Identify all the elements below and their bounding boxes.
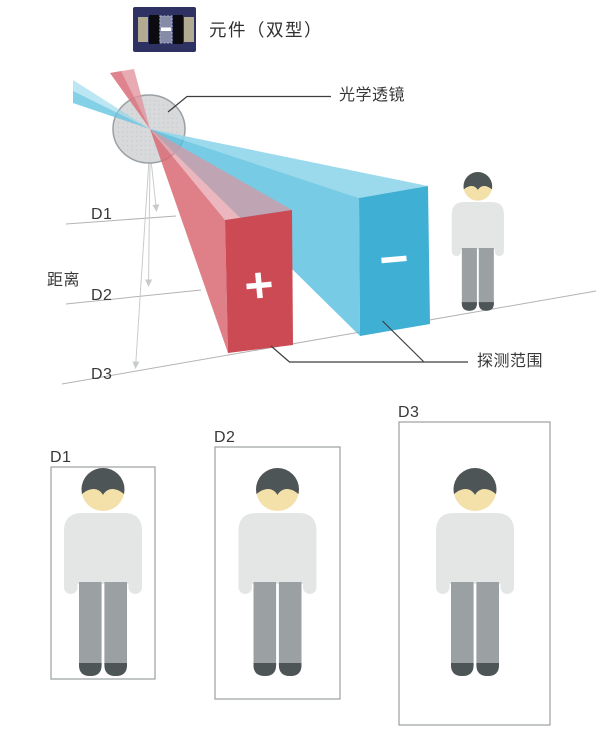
lens-label: 光学透镜 xyxy=(339,87,406,104)
sensor-pad-left xyxy=(138,17,148,42)
d2-marker-label: D2 xyxy=(91,287,113,304)
detection-frame-d1 xyxy=(50,466,156,680)
frame-d3-label: D3 xyxy=(398,404,420,421)
negative-element-sign: − xyxy=(377,229,411,289)
sensor-pad-right xyxy=(184,17,194,42)
d1-marker-label: D1 xyxy=(91,206,113,223)
distance-guides xyxy=(61,159,597,385)
sensor-element-icon xyxy=(133,7,196,52)
red-beam xyxy=(150,129,293,353)
incoming-blue-ray xyxy=(73,80,150,129)
component-title: 元件（双型） xyxy=(209,20,323,40)
distance-label: 距离 xyxy=(47,272,81,289)
red-beam-side-face xyxy=(150,129,228,353)
lens-leader-line xyxy=(167,95,331,113)
sensor-electrode-left xyxy=(149,15,159,44)
leader-lines xyxy=(167,95,468,363)
arrow-to-d3 xyxy=(132,159,150,369)
incoming-rays xyxy=(73,69,150,129)
detection-range-label: 探测范围 xyxy=(477,353,544,370)
sensor-slit xyxy=(161,27,171,31)
d1-line xyxy=(65,215,177,225)
frame-d1-person xyxy=(64,468,142,676)
d3-marker-label: D3 xyxy=(91,366,113,383)
incoming-red-ray-shade xyxy=(110,71,150,129)
lens-rim xyxy=(112,94,186,164)
incoming-blue-ray-shade xyxy=(73,91,150,129)
frame-d2-person xyxy=(239,468,317,676)
positive-element-sign: + xyxy=(242,255,276,315)
blue-beam-front-face xyxy=(359,186,430,336)
scene-person xyxy=(452,172,504,311)
d2-line xyxy=(65,289,202,305)
detection-frame-d3 xyxy=(398,421,551,726)
range-leader-red xyxy=(270,345,468,363)
arrow-to-d1 xyxy=(150,159,160,212)
frame-d2-label: D2 xyxy=(214,429,236,446)
d3-ground-line xyxy=(61,290,597,385)
range-leader-blue xyxy=(382,320,424,362)
red-beam-front-face xyxy=(225,210,293,353)
frame-d1-label: D1 xyxy=(50,449,72,466)
sensor-electrode-right xyxy=(173,15,183,44)
frame-d3-person xyxy=(436,468,514,676)
detection-frame-d2 xyxy=(214,446,341,700)
detection-frames xyxy=(50,421,551,726)
red-beam-top-face xyxy=(150,129,292,220)
arrow-to-d2 xyxy=(145,159,153,287)
blue-beam-top-face xyxy=(150,129,428,198)
